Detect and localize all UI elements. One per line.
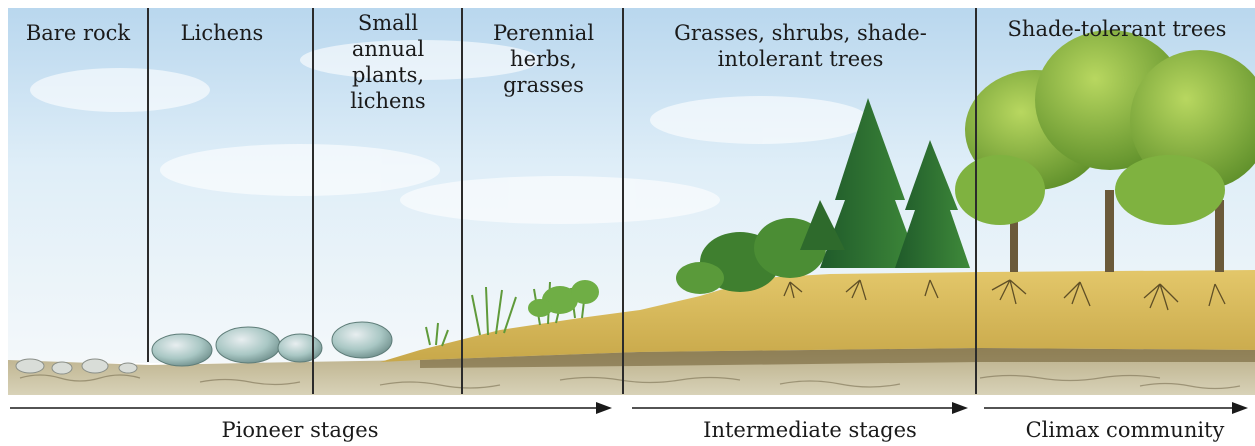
phase-label-intermediate: Intermediate stages	[690, 418, 930, 442]
stage-label-perennial: Perennial herbs, grasses	[466, 20, 621, 98]
stage-label-grasses-shrubs: Grasses, shrubs, shade- intolerant trees	[628, 20, 973, 72]
stage-label-bare-rock: Bare rock	[8, 20, 148, 46]
phase-label-climax: Climax community	[1000, 418, 1250, 442]
stage-label-small-annual: Small annual plants, lichens	[318, 10, 458, 114]
stage-label-shade-tolerant: Shade-tolerant trees	[982, 16, 1252, 42]
phase-arrows	[10, 402, 1248, 414]
stage-label-lichens: Lichens	[152, 20, 292, 46]
phase-label-pioneer: Pioneer stages	[110, 418, 490, 442]
